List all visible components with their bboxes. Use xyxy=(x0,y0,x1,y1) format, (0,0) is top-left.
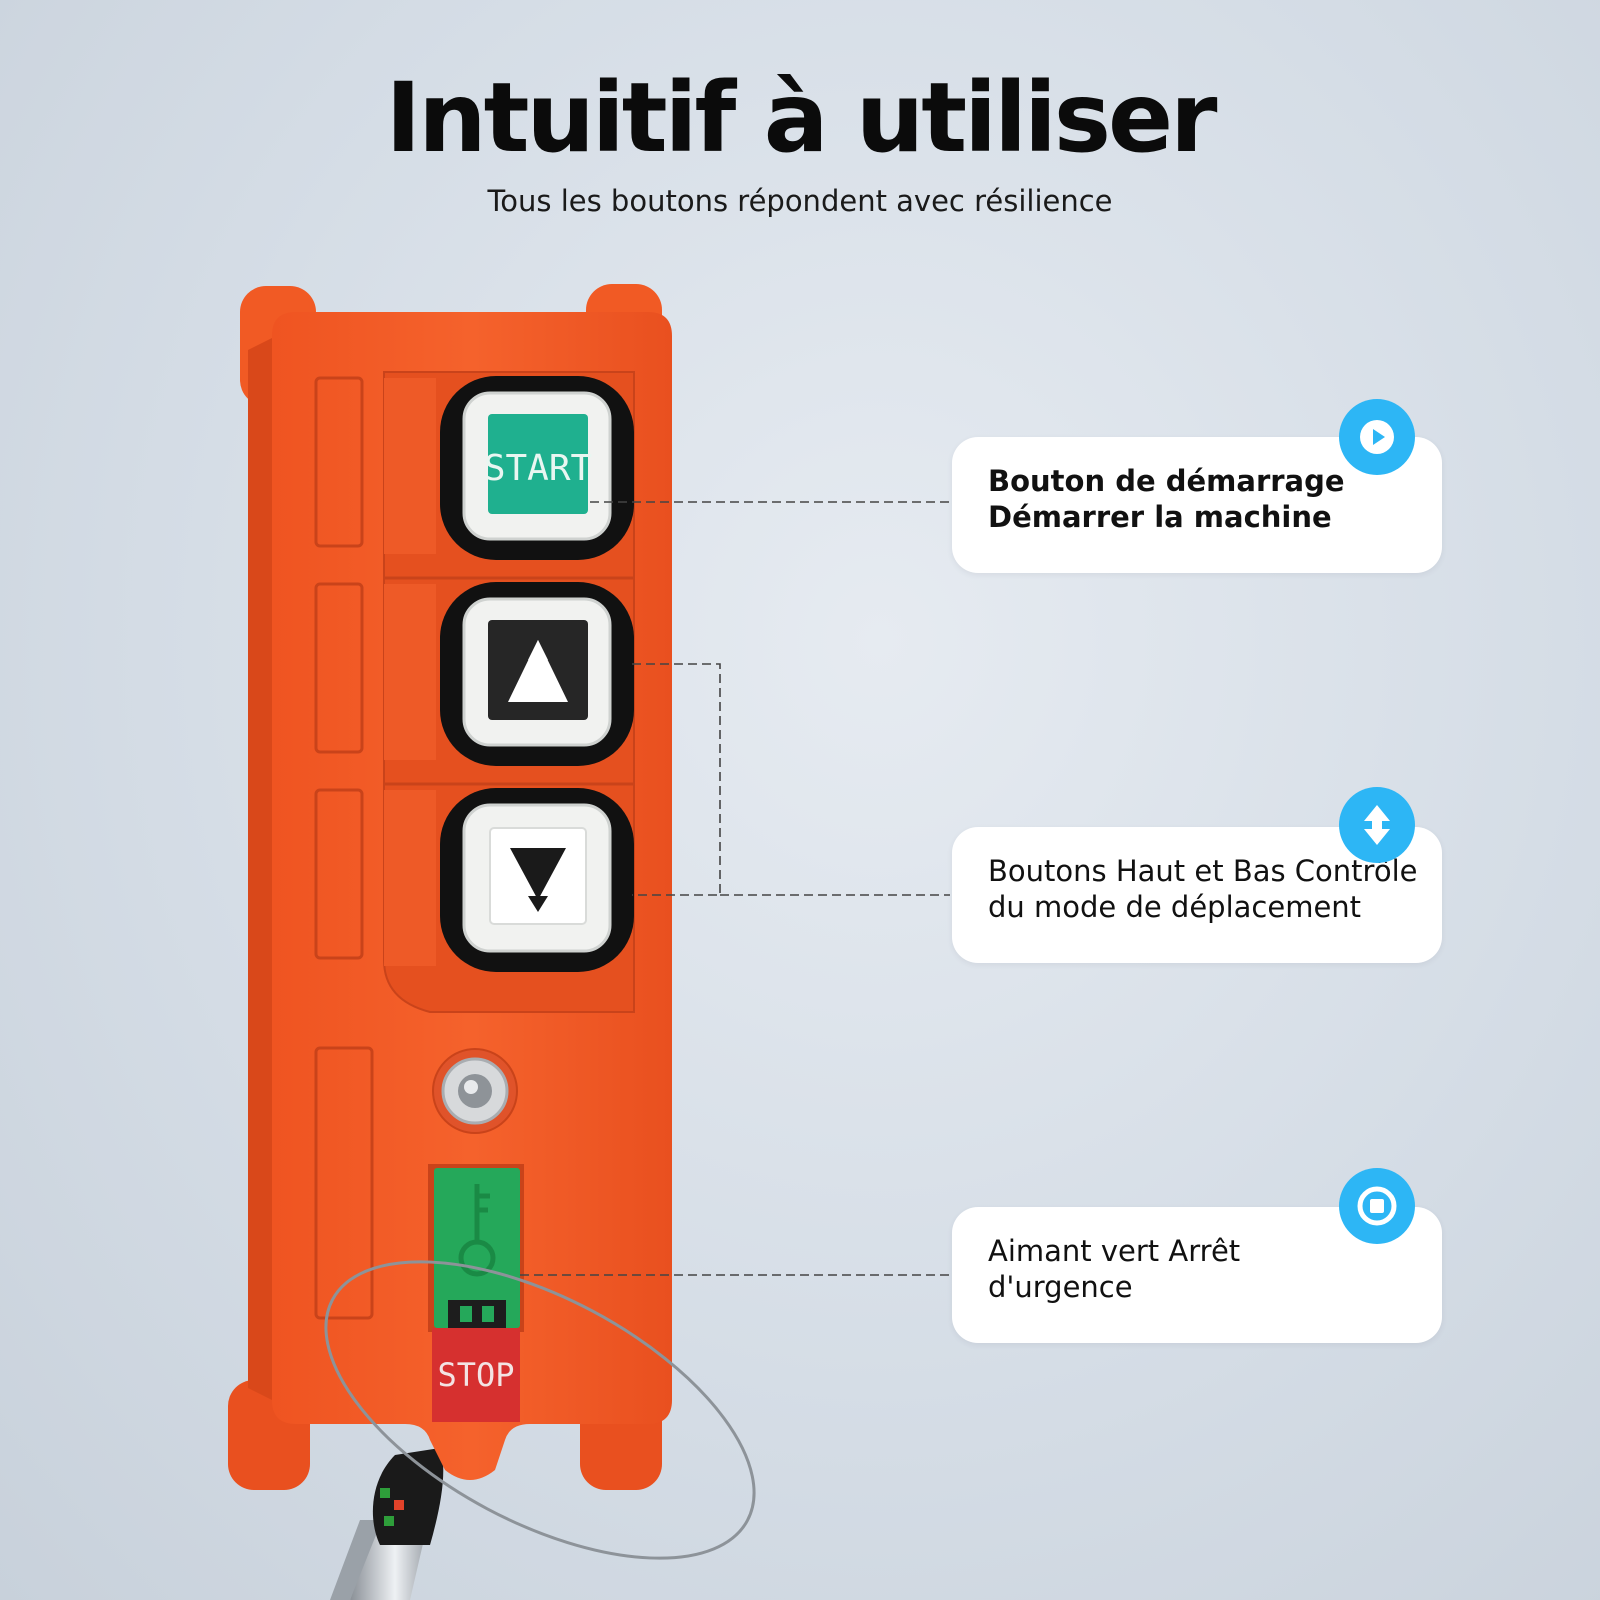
callout-up-down-desc: du mode de déplacement xyxy=(988,890,1362,924)
up-down-arrows-icon xyxy=(1339,787,1415,863)
indicator-light xyxy=(432,1048,518,1134)
callout-up-down-title: Boutons Haut et Bas Contrôle xyxy=(988,854,1418,888)
callout-magnet-desc: d'urgence xyxy=(988,1270,1133,1304)
stop-label: STOP xyxy=(437,1356,514,1394)
cable-strap xyxy=(372,1448,444,1545)
page-title: Intuitif à utiliser xyxy=(385,62,1218,174)
start-label: START xyxy=(484,448,592,489)
callout-start-desc: Démarrer la machine xyxy=(988,500,1332,534)
down-button[interactable] xyxy=(440,788,634,972)
up-button[interactable] xyxy=(440,582,634,766)
up-arrow-icon xyxy=(508,640,568,702)
callout-connectors xyxy=(520,501,950,1276)
key-ring-wire xyxy=(324,1260,756,1560)
stop-button[interactable]: STOP xyxy=(432,1328,520,1422)
start-button[interactable]: START xyxy=(440,376,634,560)
green-magnet-key[interactable] xyxy=(428,1164,524,1332)
callout-start-title: Bouton de démarrage xyxy=(988,464,1345,498)
callout-magnet-title: Aimant vert Arrêt xyxy=(988,1234,1241,1268)
key-icon xyxy=(458,1184,496,1277)
down-arrow-icon xyxy=(510,848,566,900)
page-subtitle: Tous les boutons répondent avec résilien… xyxy=(487,184,1113,218)
play-icon xyxy=(1339,399,1415,475)
stop-icon xyxy=(1339,1168,1415,1244)
